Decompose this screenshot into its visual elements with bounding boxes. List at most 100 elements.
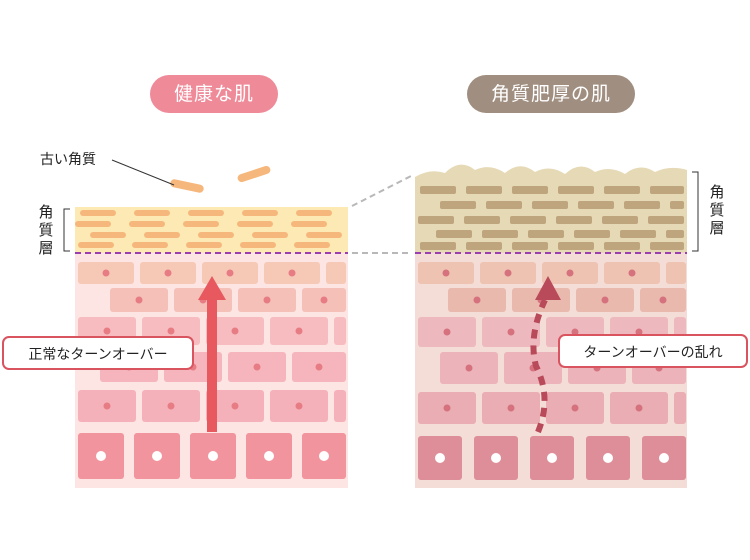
guide-line-top [351,175,412,207]
thickened-corneum-cell [464,216,500,224]
healthy-cell-nucleus [315,363,323,371]
thickened-layer-bracket [692,171,699,252]
thickened-skin-title: 角質肥厚の肌 [467,75,635,113]
thickened-cell-nucleus [635,404,643,412]
healthy-cell-nucleus [295,327,303,335]
thickened-cell-nucleus [601,296,609,304]
healthy-corneum-cell [90,232,126,238]
old-cells-pointer [111,159,175,186]
healthy-cell-nucleus [226,269,234,277]
healthy-corneum-cell [291,221,327,227]
thickened-corneum-cell [440,201,476,209]
healthy-cell-nucleus [231,327,239,335]
healthy-cell-nucleus [164,269,172,277]
thickened-corneum-cell [604,242,640,250]
healthy-corneum-cell [78,242,114,248]
thickened-corneum-cell [528,230,564,238]
healthy-skin-cell [334,317,346,345]
old-cell-flake [170,179,204,193]
healthy-corneum-cell [80,210,116,216]
thickened-skin-cell [666,262,686,284]
disrupted-turnover-arrow-shaft [530,298,548,434]
disrupted-turnover-arrow-head [535,276,561,300]
healthy-corneum-cell [306,232,342,238]
healthy-cell-nucleus [320,296,328,304]
thickened-corneum-cell [558,242,594,250]
thickened-corneum-cell [486,201,522,209]
thickened-skin-cell [674,392,686,424]
thickened-corneum-cell [602,216,638,224]
healthy-cell-nucleus [135,296,143,304]
healthy-layer-label: 角質層 [38,203,54,257]
healthy-corneum-cell [144,232,180,238]
thickened-corneum-cell [648,216,684,224]
thickened-corneum-cell [604,186,640,194]
thickened-cell-nucleus [635,328,643,336]
disrupted-turnover-callout: ターンオーバーの乱れ [558,334,748,368]
thickened-cell-nucleus [507,328,515,336]
healthy-cell-nucleus [288,269,296,277]
thickened-corneum-cell [574,230,610,238]
thickened-corneum-cell [418,216,454,224]
thickened-cell-nucleus [507,404,515,412]
healthy-cell-nucleus [167,402,175,410]
healthy-cell-nucleus [152,451,162,461]
thickened-corneum-cell [578,201,614,209]
thickened-cell-nucleus [465,364,473,372]
healthy-cell-nucleus [96,451,106,461]
healthy-corneum-cell [183,221,219,227]
healthy-corneum-cell [237,221,273,227]
thickened-cell-nucleus [491,453,501,463]
healthy-corneum-cell [134,210,170,216]
old-cell-flake [237,165,271,183]
healthy-corneum-cell [242,210,278,216]
thickened-corneum-cell [510,216,546,224]
thickened-cell-nucleus [547,453,557,463]
healthy-corneum-cell [296,210,332,216]
healthy-cell-nucleus [208,451,218,461]
healthy-skin-title: 健康な肌 [150,75,278,113]
thickened-corneum-cell [532,201,568,209]
thickened-layer-label: 角質層 [709,183,725,237]
healthy-cell-nucleus [263,296,271,304]
thickened-cell-nucleus [473,296,481,304]
old-cells-label: 古い角質 [40,152,96,168]
healthy-cell-nucleus [231,402,239,410]
thickened-corneum-cell [436,230,472,238]
healthy-corneum-cell [129,221,165,227]
healthy-skin-cell [326,262,346,284]
healthy-corneum-cell [186,242,222,248]
healthy-cell-nucleus [167,327,175,335]
healthy-corneum-cell [198,232,234,238]
thickened-corneum-cell [650,186,684,194]
thickened-cell-nucleus [566,269,574,277]
thickened-corneum-cell [556,216,592,224]
thickened-corneum-cell [670,201,684,209]
healthy-cell-nucleus [319,451,329,461]
healthy-cell-nucleus [102,269,110,277]
thickened-corneum-cell [466,186,502,194]
healthy-skin-cell [334,390,346,422]
healthy-corneum-cell [132,242,168,248]
thickened-cell-nucleus [443,404,451,412]
healthy-corneum-cell [252,232,288,238]
thickened-corneum-cell [512,242,548,250]
healthy-cell-nucleus [264,451,274,461]
thickened-cell-nucleus [443,328,451,336]
thickened-corneum-cell [620,230,656,238]
thickened-cell-nucleus [603,453,613,463]
thickened-corneum-cell [666,230,684,238]
thickened-corneum-cell [420,186,456,194]
healthy-cell-nucleus [295,402,303,410]
thickened-cell-nucleus [659,453,669,463]
healthy-corneum-cell [294,242,330,248]
healthy-corneum-cell [240,242,276,248]
normal-turnover-arrow-shaft [207,298,217,432]
thickened-corneum-cell [482,230,518,238]
thickened-corneum-cell [512,186,548,194]
thickened-corneum-cell [558,186,594,194]
thickened-corneum-cell [624,201,660,209]
normal-turnover-arrow-head [198,276,226,300]
healthy-cell-nucleus [103,327,111,335]
